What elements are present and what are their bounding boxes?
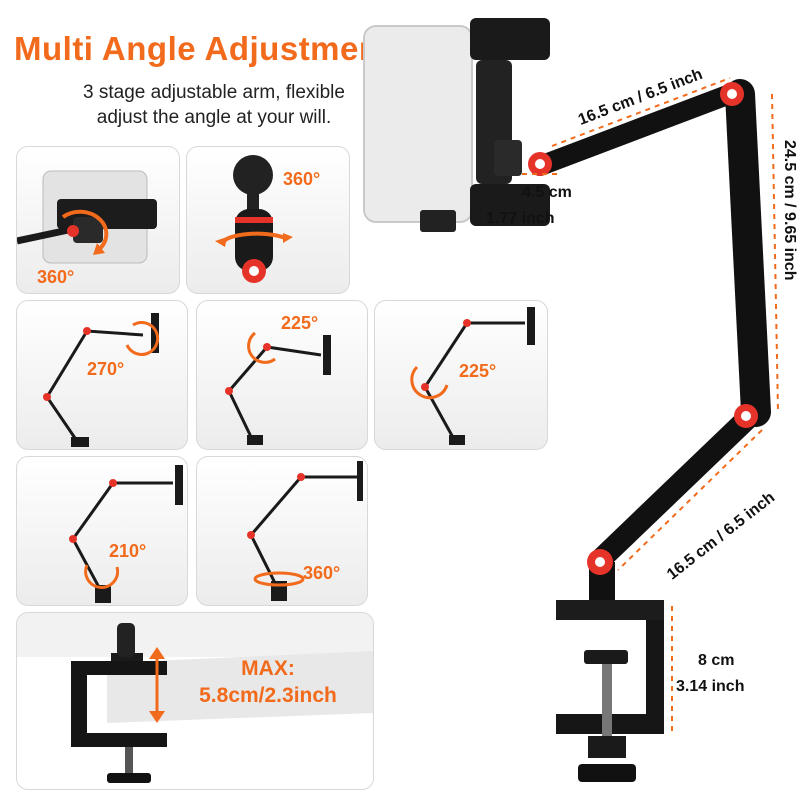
panel-rotate-210: 210° <box>16 456 188 606</box>
panel-tablet-rotation: 360° <box>16 146 180 294</box>
desk-clamp <box>556 600 664 782</box>
joint-length-cm: 4.5 cm <box>522 184 572 201</box>
panel-rotate-225-a: 225° <box>196 300 368 450</box>
panel3-angle-label: 270° <box>87 359 125 379</box>
arm-225b-illustration <box>410 307 535 445</box>
ball-head-illustration <box>215 155 293 283</box>
arm-225a-illustration <box>225 331 331 445</box>
subtitle-line-1: 3 stage adjustable arm, flexible <box>83 82 345 103</box>
panel-rotate-270: 270° <box>16 300 188 450</box>
arm-210-illustration <box>69 465 183 603</box>
panel-rotate-225-b: 225° <box>374 300 548 450</box>
page-title: Multi Angle Adjustment <box>14 30 392 67</box>
arm-joints <box>528 82 758 575</box>
tablet-rotation-illustration <box>17 170 157 264</box>
panel-ball-head: 360° <box>186 146 350 294</box>
panel-rotate-360: 360° <box>196 456 368 606</box>
panel7-angle-label: 360° <box>303 563 341 583</box>
dimension-guides <box>522 77 779 734</box>
subtitle: 3 stage adjustable arm, flexible adjust … <box>44 80 384 130</box>
panel5-angle-label: 225° <box>459 361 497 381</box>
arm-270-illustration <box>43 313 160 447</box>
panel1-angle-label: 360° <box>37 267 75 287</box>
max-label: MAX: <box>241 657 295 680</box>
max-value: 5.8cm/2.3inch <box>199 684 337 707</box>
clamp-height-inch: 3.14 inch <box>676 678 745 695</box>
panel4-angle-label: 225° <box>281 313 319 333</box>
clamp-height-cm: 8 cm <box>698 652 735 669</box>
tablet-holder <box>420 18 550 232</box>
max-opening-label: MAX: 5.8cm/2.3inch <box>173 655 363 709</box>
panel6-angle-label: 210° <box>109 541 147 561</box>
tablet-device <box>363 25 473 223</box>
panel-clamp-max: MAX: 5.8cm/2.3inch <box>16 612 374 790</box>
clamp-illustration <box>17 623 373 789</box>
subtitle-line-2: adjust the angle at your will. <box>96 107 332 128</box>
middle-arm-length-label: 24.5 cm / 9.65 inch <box>781 140 798 281</box>
joint-length-inch: 1.77 inch <box>486 210 555 227</box>
arm-360-illustration <box>247 461 363 601</box>
panel2-angle-label: 360° <box>283 169 321 189</box>
